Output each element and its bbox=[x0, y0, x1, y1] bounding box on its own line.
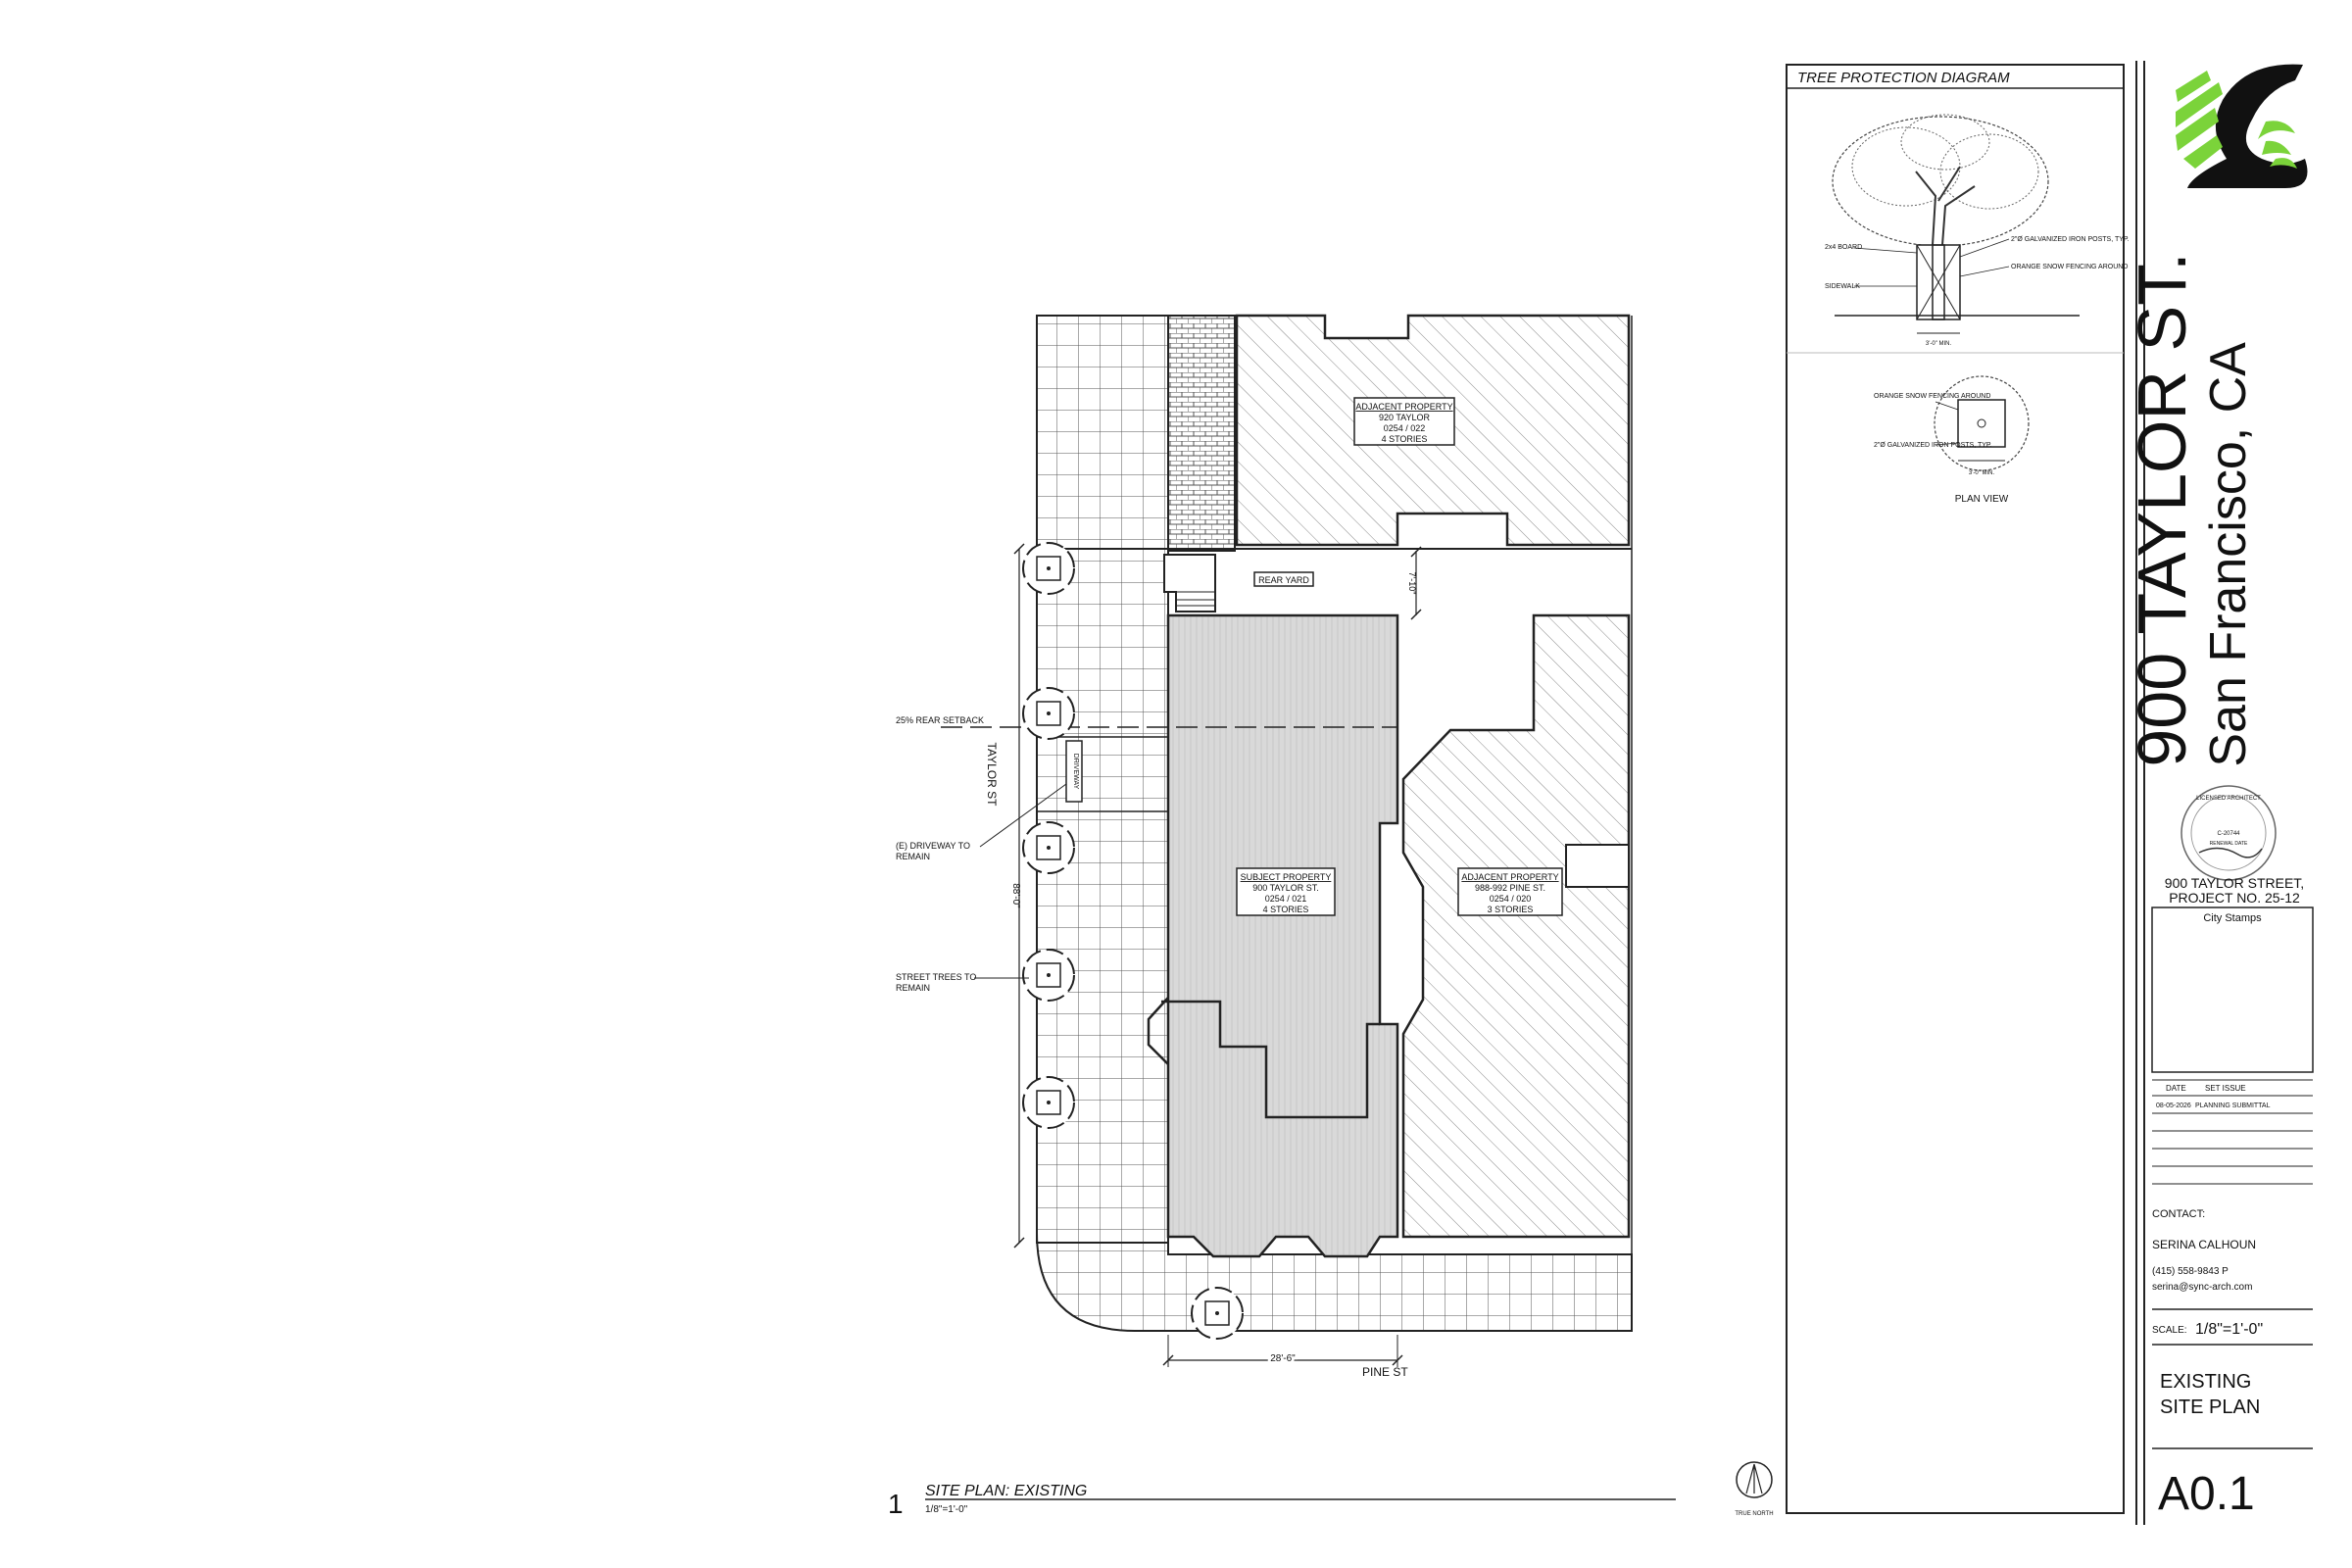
north-label: TRUE NORTH bbox=[1735, 1511, 1773, 1517]
project-line-2: PROJECT NO. 25-12 bbox=[2169, 890, 2300, 906]
firm-logo-icon bbox=[2176, 64, 2308, 188]
subject-label-1: 900 TAYLOR ST. bbox=[1252, 883, 1319, 893]
issue-date: 08-05-2026 bbox=[2156, 1102, 2191, 1109]
contact-label: CONTACT: bbox=[2152, 1208, 2205, 1220]
title-block-frame: LICENSED ARCHITECT C-20744 RENEWAL DATE bbox=[2135, 61, 2314, 1525]
pine-street-label: PINE ST bbox=[1362, 1365, 1408, 1379]
drawing-title: 1 SITE PLAN: EXISTING 1/8"=1'-0" TRUE NO… bbox=[888, 1461, 1774, 1519]
site-plan: DRIVEWAY ADJACENT PROPERTY 920 TAYLOR 02… bbox=[896, 314, 1633, 1379]
adjacent-east-label-2: 0254 / 020 bbox=[1490, 894, 1532, 904]
drawing-name: SITE PLAN: EXISTING bbox=[925, 1483, 1087, 1499]
tree-protection-panel: TREE PROTECTION DIAGRAM 2x4 BOARD SIDEWA… bbox=[1786, 64, 2130, 1514]
subject-label-3: 4 STORIES bbox=[1263, 905, 1309, 914]
title-block-text: 900 TAYLOR STREET, PROJECT NO. 25-12 Cit… bbox=[2152, 875, 2304, 1520]
taylor-street-label: TAYLOR ST bbox=[985, 743, 999, 808]
tree-elevation-icon bbox=[1832, 114, 2080, 334]
project-line-1: 900 TAYLOR STREET, bbox=[2165, 875, 2304, 891]
driveway-note-1: REMAIN bbox=[896, 852, 930, 861]
plan-view-label: PLAN VIEW bbox=[1955, 494, 2009, 505]
adjacent-north-label-3: 4 STORIES bbox=[1382, 434, 1428, 444]
adjacent-east-label-0: ADJACENT PROPERTY bbox=[1461, 872, 1558, 882]
contact-email: serina@sync-arch.com bbox=[2152, 1282, 2252, 1293]
subject-property bbox=[1166, 613, 1399, 1258]
seal-date: RENEWAL DATE bbox=[2210, 841, 2248, 847]
plan-label-posts: 2"Ø GALVANIZED IRON POSTS, TYP. bbox=[1874, 442, 1992, 449]
project-city: San Francisco, CA bbox=[2200, 342, 2257, 767]
plan-label-min: 3'-0" MIN. bbox=[1969, 470, 1995, 476]
street-trees bbox=[1022, 542, 1244, 1340]
adjacent-east-label-3: 3 STORIES bbox=[1488, 905, 1534, 914]
tree-plan-icon bbox=[1934, 375, 2030, 471]
rear-setback-note: 25% REAR SETBACK bbox=[896, 715, 984, 725]
street-trees-note-1: REMAIN bbox=[896, 983, 930, 993]
tree-label-sidewalk: SIDEWALK bbox=[1825, 283, 1860, 290]
set-issue-header: SET ISSUE bbox=[2205, 1084, 2246, 1093]
architect-seal-icon bbox=[2180, 785, 2277, 881]
tree-label-board: 2x4 BOARD bbox=[1825, 244, 1862, 251]
dim-depth: 88'-0" bbox=[1010, 883, 1021, 908]
project-address: 900 TAYLOR ST. bbox=[2124, 252, 2200, 767]
plan-label-fencing: ORANGE SNOW FENCING AROUND bbox=[1874, 393, 1990, 400]
adjacent-east-hatch bbox=[1401, 613, 1631, 1239]
sheet-name-2: SITE PLAN bbox=[2160, 1396, 2260, 1418]
driveway-box bbox=[1065, 740, 1083, 803]
seal-number: C-20744 bbox=[2217, 831, 2240, 837]
tree-label-fencing: ORANGE SNOW FENCING AROUND bbox=[2011, 264, 2128, 270]
scale-label: SCALE: bbox=[2152, 1325, 2187, 1336]
north-arrow-icon bbox=[1736, 1461, 1773, 1498]
brick-walkway bbox=[1167, 315, 1236, 552]
contact-phone: (415) 558-9843 P bbox=[2152, 1266, 2229, 1277]
drawing-scale: 1/8"=1'-0" bbox=[925, 1504, 968, 1515]
project-title: 900 TAYLOR ST. San Francisco, CA bbox=[2124, 252, 2257, 766]
rear-yard-label: REAR YARD bbox=[1258, 575, 1309, 585]
entry-stair bbox=[1163, 554, 1216, 612]
date-header: DATE bbox=[2166, 1084, 2186, 1093]
contact-name: SERINA CALHOUN bbox=[2152, 1238, 2256, 1251]
tree-label-posts: 2"Ø GALVANIZED IRON POSTS, TYP. bbox=[2011, 236, 2130, 243]
tree-label-min: 3'-0" MIN. bbox=[1926, 341, 1952, 347]
subject-inner-outline bbox=[1161, 1000, 1380, 1119]
subject-label-0: SUBJECT PROPERTY bbox=[1241, 872, 1332, 882]
adjacent-north-label-2: 0254 / 022 bbox=[1384, 423, 1426, 433]
adjacent-east-label-1: 988-992 PINE ST. bbox=[1475, 883, 1545, 893]
subject-label-2: 0254 / 021 bbox=[1265, 894, 1307, 904]
drawing-number: 1 bbox=[888, 1489, 904, 1519]
city-stamps-label: City Stamps bbox=[2203, 912, 2262, 924]
dim-rear: 7'-10" bbox=[1407, 572, 1417, 595]
driveway-box-label: DRIVEWAY bbox=[1072, 754, 1079, 790]
issue-name: PLANNING SUBMITTAL bbox=[2195, 1102, 2271, 1109]
sheet-name-1: EXISTING bbox=[2160, 1371, 2251, 1393]
adjacent-north-label-0: ADJACENT PROPERTY bbox=[1355, 402, 1452, 412]
tree-diagram-title: TREE PROTECTION DIAGRAM bbox=[1797, 70, 2010, 86]
dim-width: 28'-6" bbox=[1270, 1353, 1296, 1364]
scale-value: 1/8"=1'-0" bbox=[2195, 1321, 2263, 1338]
adjacent-north-label-1: 920 TAYLOR bbox=[1379, 413, 1431, 422]
sheet-number: A0.1 bbox=[2158, 1468, 2255, 1520]
driveway-note-0: (E) DRIVEWAY TO bbox=[896, 841, 970, 851]
seal-top-text: LICENSED ARCHITECT bbox=[2196, 796, 2261, 802]
street-trees-note-0: STREET TREES TO bbox=[896, 972, 976, 982]
